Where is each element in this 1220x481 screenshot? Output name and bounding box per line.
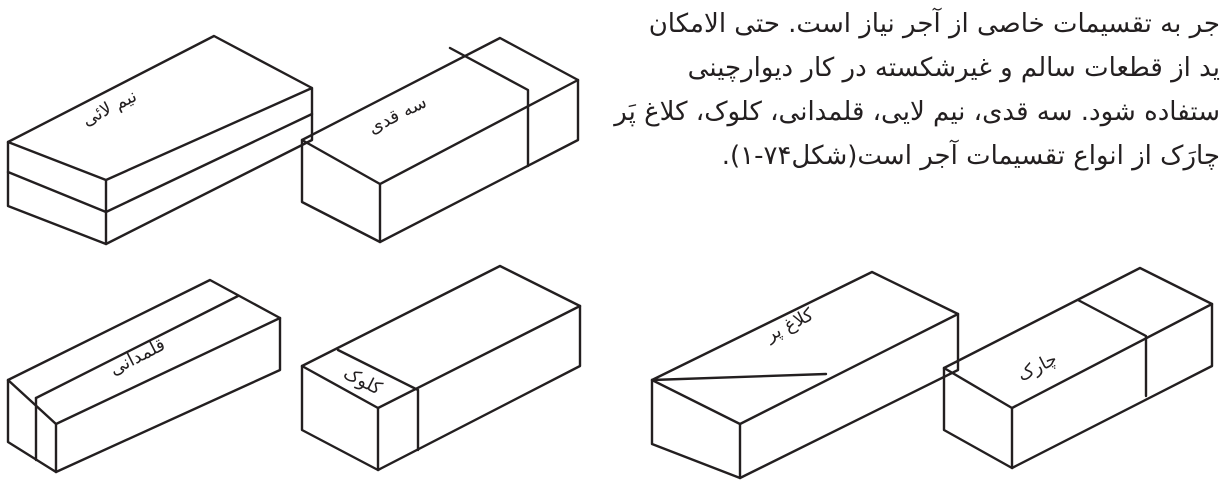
brick-charak-right <box>1010 302 1214 470</box>
paragraph-line-4: چارَک از انواع تقسیمات آجر است(شکل۷۴-۱). <box>721 141 1220 171</box>
paragraph-line-2: ید از قطعات سالم و غیرشکسته در کار دیوار… <box>687 53 1220 83</box>
brick-ghalamdani-cut-line <box>34 294 240 400</box>
brick-kalagh-par-left <box>650 378 742 480</box>
brick-charak-cut-line <box>1076 298 1148 398</box>
brick-kalagh-par-right <box>738 312 960 480</box>
brick-nim-laei-front <box>6 140 108 246</box>
label-nim-laei: نیم لائی <box>79 85 141 130</box>
brick-kolok-left <box>300 364 380 472</box>
description-paragraph: جر به تقسیمات خاصی از آجر نیاز است. حتی … <box>598 2 1220 178</box>
brick-se-ghadi: سه قدی <box>300 36 580 244</box>
paragraph-line-3: ستفاده شود. سه قدی، نیم لایی، قلمدانی، ک… <box>614 97 1220 127</box>
brick-kolok-right <box>376 304 582 472</box>
brick-kalagh-par: کلاغ پر <box>650 270 960 480</box>
brick-kolok: کلوک <box>300 264 582 472</box>
label-se-ghadi: سه قدی <box>365 92 430 139</box>
brick-kolok-cut-line <box>336 348 420 452</box>
brick-ghalamdani: قلمدانی <box>6 278 282 474</box>
brick-se-ghadi-right <box>378 78 580 244</box>
brick-ghalamdani-right <box>54 316 282 474</box>
brick-ghalamdani-left <box>6 378 58 474</box>
brick-charak: چارک <box>942 266 1214 470</box>
paragraph-line-1: جر به تقسیمات خاصی از آجر نیاز است. حتی … <box>648 9 1220 39</box>
brick-charak-left <box>942 366 1014 470</box>
label-kalagh-par: کلاغ پر <box>761 304 817 346</box>
brick-kalagh-par-top <box>650 270 960 426</box>
brick-nim-laei-split-line <box>6 112 314 214</box>
brick-se-ghadi-left <box>300 138 382 244</box>
label-ghalamdani: قلمدانی <box>106 334 168 380</box>
brick-kalagh-par-cut-line <box>650 372 828 382</box>
brick-se-ghadi-cut-line <box>448 46 530 168</box>
label-kolok: کلوک <box>340 363 386 400</box>
brick-nim-laei: نیم لائی <box>6 34 314 246</box>
brick-nim-laei-outline <box>6 34 314 246</box>
label-charak: چارک <box>1014 348 1060 386</box>
